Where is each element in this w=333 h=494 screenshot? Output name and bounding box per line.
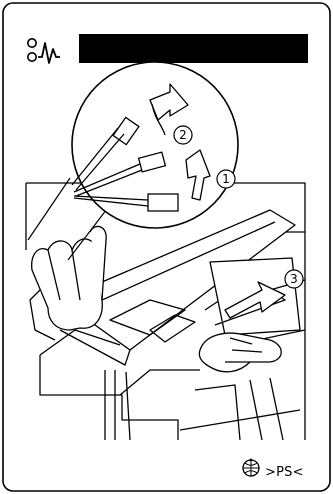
- detail-magnifier: [28, 62, 238, 260]
- material-code: >PS<: [265, 465, 304, 480]
- recycle-globe-icon: [240, 458, 262, 478]
- left-hand: [30, 226, 106, 340]
- step-3-label: 3: [284, 273, 304, 285]
- step-2-label: 2: [173, 129, 193, 141]
- step-1-label: 1: [216, 173, 236, 185]
- right-hand: [199, 333, 281, 372]
